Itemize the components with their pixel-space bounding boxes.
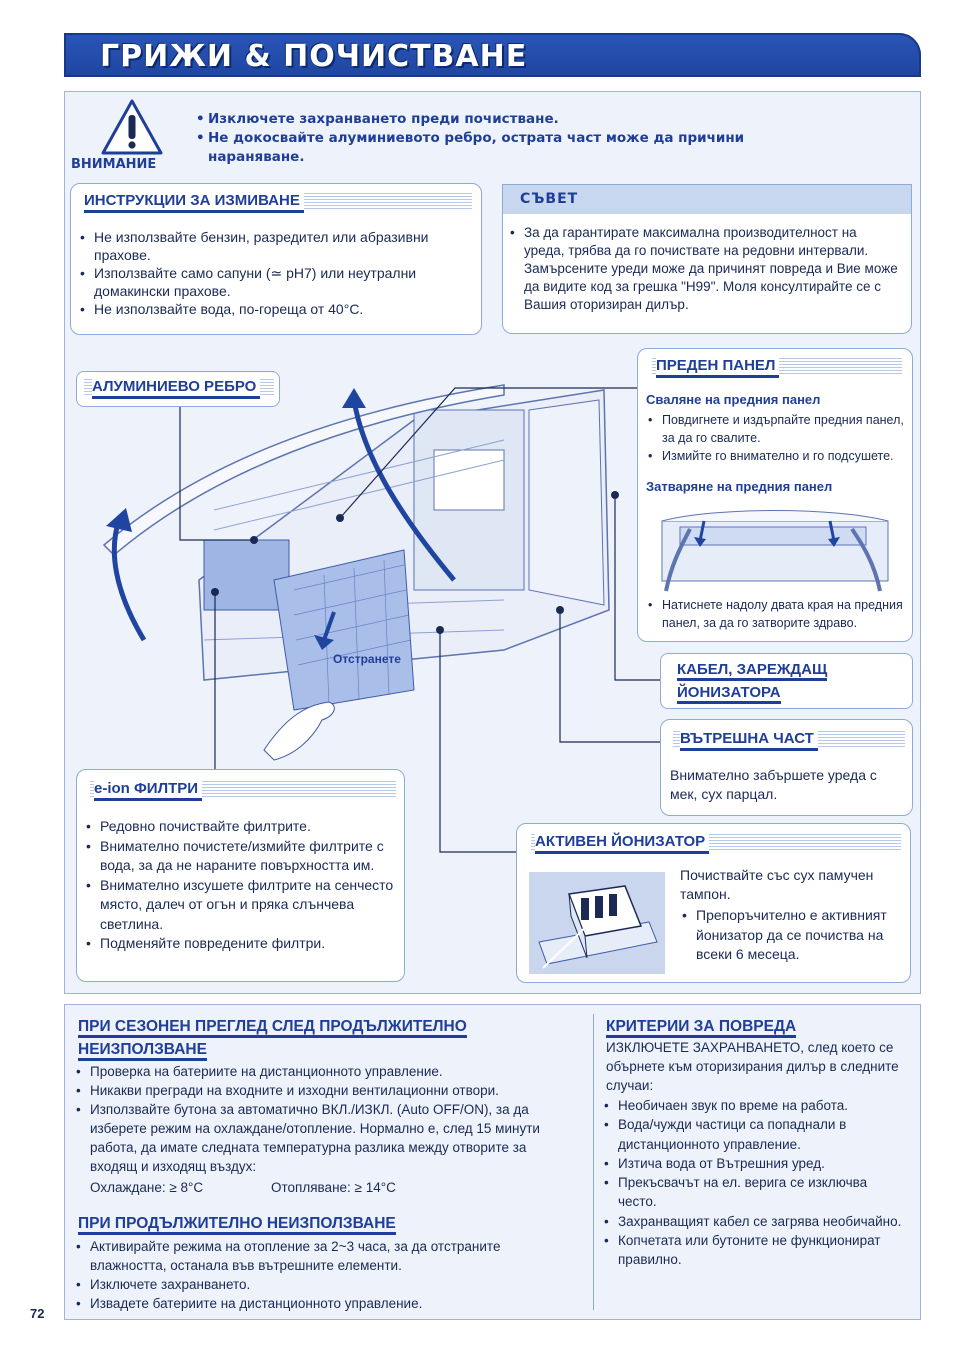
criteria-heading: КРИТЕРИИ ЗА ПОВРЕДА: [606, 1015, 797, 1038]
remove-panel-title: Сваляне на предния панел: [646, 392, 821, 407]
season-list: Проверка на батериите на дистанционното …: [74, 1062, 574, 1176]
remove-label: Отстранете: [333, 652, 401, 666]
fin-heading: АЛУМИНИЕВО РЕБРО: [92, 378, 261, 399]
season-heading-line: НЕИЗПОЛЗВАНЕ: [78, 1041, 207, 1061]
list-item: Необичаен звук по време на работа.: [602, 1096, 907, 1116]
list-item: Редовно почиствайте филтрите.: [84, 817, 402, 837]
cable-tag: [660, 653, 913, 709]
advice-heading: СЪВЕТ: [520, 191, 579, 207]
list-item: Повдигнете и издърпайте предния панел, з…: [646, 411, 908, 447]
advice-text: За да гарантирате максимална производите…: [508, 224, 900, 314]
list-item: Подменяйте повредените филтри.: [84, 934, 402, 954]
front-panel-box: [637, 348, 913, 642]
page-title: ГРИЖИ & ПОЧИСТВАНЕ: [100, 39, 528, 74]
washing-heading: ИНСТРУКЦИИ ЗА ИЗМИВАНЕ: [84, 192, 304, 213]
heating-diff: Отопляване: ≥ 14°C: [271, 1180, 396, 1195]
list-item: Внимателно почистете/измийте филтрите с …: [84, 837, 402, 876]
close-panel-list: Натиснете надолу двата края на предния п…: [646, 596, 908, 632]
close-panel-illustration: [661, 510, 889, 592]
warning-line: Не докосвайте алуминиевото ребро, острат…: [208, 130, 745, 165]
list-item: Активирайте режима на отопление за 2~3 ч…: [74, 1237, 574, 1275]
eion-heading: e-ion ФИЛТРИ: [94, 780, 203, 801]
list-item: Никакви прегради на входните и изходни в…: [74, 1081, 574, 1100]
cable-heading-line: ЙОНИЗАТОРА: [677, 684, 781, 704]
criteria-heading-line: КРИТЕРИИ ЗА ПОВРЕДА: [606, 1018, 797, 1038]
ionizer-list: Препоръчително е активният йонизатор да …: [680, 906, 906, 965]
cooling-diff: Охлаждане: ≥ 8°C: [90, 1180, 204, 1195]
close-panel-title: Затваряне на предния панел: [646, 479, 833, 494]
criteria-intro: ИЗКЛЮЧЕТЕ ЗАХРАНВАНЕТО, след което се об…: [606, 1040, 899, 1093]
list-item: Вода/чужди частици са попаднали в дистан…: [602, 1115, 907, 1154]
advice-list: За да гарантирате максимална производите…: [508, 224, 900, 314]
list-item: Внимателно изсушете филтрите на сенчесто…: [84, 876, 402, 935]
warning-icon: [101, 99, 163, 155]
criteria-list: Необичаен звук по време на работа. Вода/…: [602, 1096, 907, 1270]
list-item: Използвайте бутона за автоматично ВКЛ./И…: [74, 1100, 574, 1176]
front-panel-heading: ПРЕДЕН ПАНЕЛ: [656, 357, 780, 378]
list-item: Извадете батериите на дистанционното упр…: [74, 1294, 574, 1313]
warning-text: •Изключете захранването преди почистване…: [196, 110, 836, 167]
list-item: Измийте го внимателно и го подсушете.: [646, 447, 908, 465]
list-item: Изтича вода от Вътрешния уред.: [602, 1154, 907, 1174]
season-heading-line: ПРИ СЕЗОНЕН ПРЕГЛЕД СЛЕД ПРОДЪЛЖИТЕЛНО: [78, 1018, 467, 1038]
eion-list: Редовно почиствайте филтрите. Внимателно…: [84, 817, 402, 954]
list-item: Проверка на батериите на дистанционното …: [74, 1062, 574, 1081]
warning-line: Изключете захранването преди почистване.: [208, 111, 559, 127]
title-bar: [64, 33, 921, 77]
cable-heading-line: КАБЕЛ, ЗАРЕЖДАЩ: [677, 661, 828, 681]
list-item: Изключете захранването.: [74, 1275, 574, 1294]
ionizer-illustration: [529, 872, 665, 974]
list-item: Използвайте само сапуни (≃ pH7) или неут…: [78, 264, 473, 300]
warning-label: ВНИМАНИЕ: [71, 157, 157, 172]
list-item: Не използвайте вода, по-гореща от 40°C.: [78, 300, 473, 318]
list-item: Не използвайте бензин, разредител или аб…: [78, 228, 473, 264]
season-heading: ПРИ СЕЗОНЕН ПРЕГЛЕД СЛЕД ПРОДЪЛЖИТЕЛНО Н…: [78, 1015, 467, 1061]
ionizer-text: Почиствайте със сух памучен тампон.: [680, 867, 874, 902]
ionizer-heading: АКТИВЕН ЙОНИЗАТОР: [535, 833, 710, 854]
list-item: Натиснете надолу двата края на предния п…: [646, 596, 908, 632]
washing-list: Не използвайте бензин, разредител или аб…: [78, 228, 473, 318]
longterm-heading-line: ПРИ ПРОДЪЛЖИТЕЛНО НЕИЗПОЛЗВАНЕ: [78, 1215, 396, 1235]
column-divider: [593, 1014, 594, 1310]
unit-illustration: [102, 384, 610, 761]
inner-text: Внимателно забършете уреда с мек, сух па…: [670, 767, 877, 802]
longterm-list: Активирайте режима на отопление за 2~3 ч…: [74, 1237, 574, 1313]
page-number: 72: [30, 1306, 45, 1321]
cable-heading: КАБЕЛ, ЗАРЕЖДАЩ ЙОНИЗАТОРА: [677, 658, 828, 704]
remove-panel-list: Повдигнете и издърпайте предния панел, з…: [646, 411, 908, 465]
list-item: Препоръчително е активният йонизатор да …: [680, 906, 906, 965]
list-item: Захранващият кабел се загрява необичайно…: [602, 1212, 907, 1232]
longterm-heading: ПРИ ПРОДЪЛЖИТЕЛНО НЕИЗПОЛЗВАНЕ: [78, 1212, 396, 1235]
list-item: Копчетата или бутоните не функционират п…: [602, 1231, 907, 1270]
inner-heading: ВЪТРЕШНА ЧАСТ: [680, 730, 818, 751]
list-item: Прекъсвачът на ел. верига се изключва че…: [602, 1173, 907, 1212]
